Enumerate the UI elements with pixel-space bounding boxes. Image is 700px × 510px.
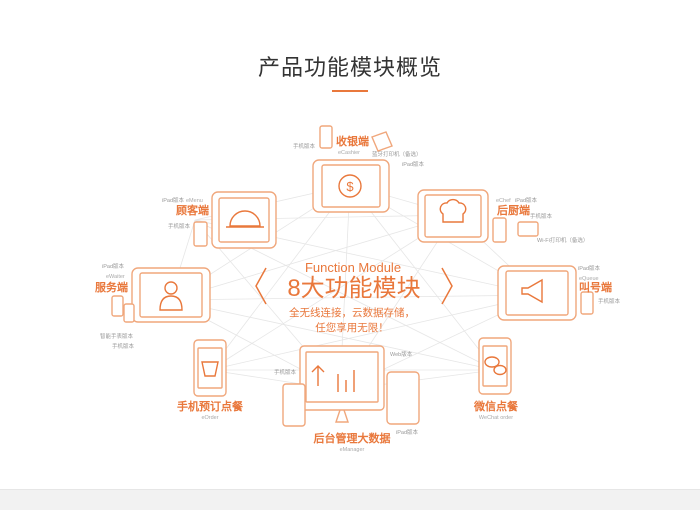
manager-sub: eManager	[340, 447, 365, 453]
chef-tag-phone: 手机版本	[530, 212, 553, 220]
wechat-sub: WeChat order	[479, 415, 513, 421]
chef-tablet	[417, 189, 489, 243]
order-name: 手机预订点餐	[177, 399, 244, 413]
waiter-tag-phone: 手机版本	[112, 342, 135, 350]
cloche-icon	[229, 210, 261, 227]
queue-tablet	[497, 265, 577, 321]
center-hub: Function Module 8大功能模块 全无线连接，云数据存储， 任您享用…	[255, 260, 453, 334]
bt-printer-icon	[371, 131, 393, 152]
waiter-phone	[123, 303, 135, 323]
manager-tag-phone: 手机版本	[274, 368, 297, 376]
page-title: 产品功能模块概览	[257, 55, 442, 80]
chef-tag-ipad: iPad版本	[515, 196, 538, 204]
cashier-tag-phone: 手机版本	[293, 142, 316, 150]
center-tagline-1: 全无线连接，云数据存储，	[289, 306, 415, 319]
order-phone	[193, 339, 227, 397]
order-sub: eOrder	[201, 415, 218, 421]
module-menu	[193, 191, 277, 249]
bracket-left-icon	[255, 267, 267, 305]
menu-tag-phone: 手机版本	[168, 222, 191, 230]
cashier-name: 收银端	[336, 134, 369, 148]
center-tagline-2: 任您享用无限！	[315, 321, 389, 334]
wechat-name: 微信点餐	[473, 399, 519, 413]
menu-phone	[193, 221, 208, 247]
manager-ipad	[386, 371, 420, 425]
module-cashier: $	[312, 125, 393, 213]
module-waiter	[111, 267, 211, 323]
center-cn-label: 8大功能模块	[287, 275, 420, 302]
title-underline	[332, 90, 368, 92]
cashier-tablet	[312, 159, 390, 213]
svg-text:$: $	[346, 179, 354, 194]
chart-icon	[337, 370, 355, 392]
module-wechat	[478, 337, 512, 395]
menu-name: 顾客端	[176, 203, 209, 217]
manager-phone	[282, 383, 306, 427]
queue-sub: eQueue	[579, 276, 599, 282]
bracket-right-icon	[441, 267, 453, 305]
menu-tablet	[211, 191, 277, 249]
wifi-printer-icon	[517, 221, 539, 237]
waiter-name: 服务端	[95, 280, 128, 294]
module-chef	[417, 189, 539, 243]
chef-tag-printer: Wi-Fi打印机（备选）	[537, 236, 588, 244]
manager-monitor	[299, 345, 385, 411]
module-manager	[282, 345, 420, 427]
megaphone-icon	[521, 278, 543, 304]
module-queue	[497, 265, 594, 321]
cashier-sub: eCashier	[338, 150, 360, 156]
cashier-tag-ipad: iPad版本	[402, 160, 425, 168]
cashier-phone	[319, 125, 333, 149]
waiter-watch	[111, 295, 124, 317]
manager-tag-ipad: iPad版本	[396, 428, 419, 436]
queue-tag-phone: 手机版本	[598, 297, 621, 305]
cashier-tag-printer: 蓝牙打印机（备选）	[372, 150, 422, 158]
dollar-icon	[338, 174, 362, 198]
manager-tag-web: Web版本	[390, 350, 413, 358]
chef-sub: eChef	[496, 198, 511, 204]
chef-hat-icon	[439, 198, 467, 223]
basket-icon	[201, 361, 219, 377]
chef-phone	[492, 217, 507, 243]
queue-name: 叫号端	[579, 280, 612, 294]
chef-name: 后厨端	[497, 203, 530, 217]
waiter-tag-watch: 智能手表版本	[100, 332, 134, 340]
waiter-icon	[164, 281, 178, 295]
wechat-icon	[484, 356, 500, 368]
queue-phone	[580, 291, 594, 315]
module-order	[193, 339, 227, 397]
footer-band	[0, 489, 700, 510]
waiter-tag-ipad: iPad版本	[102, 262, 125, 270]
menu-sub: eMenu	[186, 198, 203, 204]
menu-tag-ipad: iPad版本	[162, 196, 185, 204]
waiter-tablet	[131, 267, 211, 323]
waiter-sub: eWaiter	[106, 274, 125, 280]
center-en-label: Function Module	[305, 260, 401, 275]
manager-name: 后台管理大数据	[314, 431, 391, 445]
queue-tag-ipad: iPad版本	[578, 264, 601, 272]
